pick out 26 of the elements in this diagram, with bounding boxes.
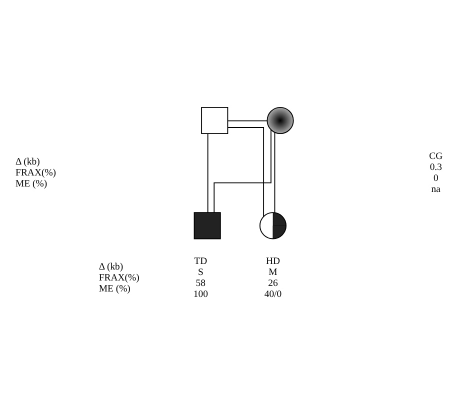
connector bbox=[274, 131, 276, 213]
label: ME (%) bbox=[98, 283, 130, 294]
label: FRAX(%) bbox=[16, 166, 56, 178]
node-label: TD bbox=[194, 256, 208, 267]
label: Δ (kb) bbox=[98, 261, 124, 272]
node-label: 40/0 bbox=[264, 288, 282, 300]
node-label: M bbox=[268, 266, 278, 278]
node-box bbox=[201, 106, 228, 134]
node-label: CG bbox=[429, 150, 443, 162]
node-label: 100 bbox=[193, 288, 208, 300]
label: Δ (kb) bbox=[16, 156, 40, 167]
node-circle bbox=[266, 106, 294, 134]
node-box bbox=[194, 212, 221, 239]
label: FRAX(%) bbox=[98, 272, 140, 284]
node-label: 0.3 bbox=[430, 161, 442, 172]
node-label: HD bbox=[266, 256, 280, 267]
node-label: S bbox=[198, 266, 204, 278]
label: ME (%) bbox=[16, 178, 48, 189]
connector bbox=[214, 128, 272, 213]
connector bbox=[207, 132, 208, 213]
node-label: na bbox=[431, 183, 440, 194]
node-label: 26 bbox=[268, 278, 278, 289]
node-label: 58 bbox=[196, 278, 206, 289]
connector bbox=[227, 126, 264, 217]
node-label: 0 bbox=[433, 172, 438, 184]
connector bbox=[227, 120, 268, 121]
